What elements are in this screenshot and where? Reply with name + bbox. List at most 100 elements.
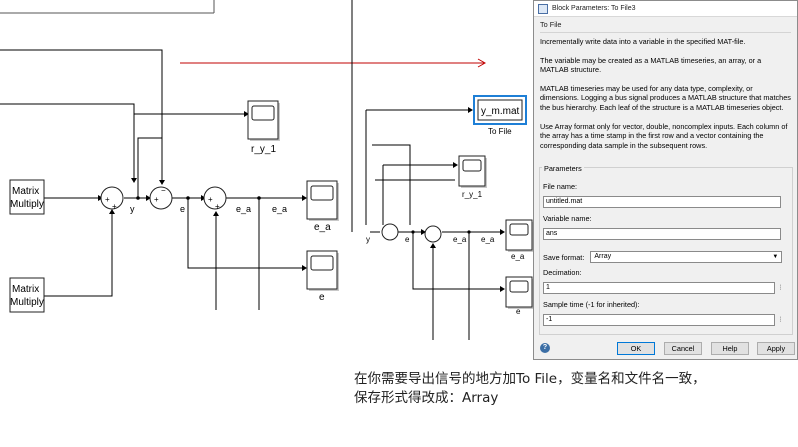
decimation-input[interactable]: 1 ⋮ bbox=[543, 282, 784, 294]
scope-block-r-y-1-right[interactable] bbox=[458, 155, 487, 188]
scope-label: e_a bbox=[511, 252, 525, 261]
wire bbox=[137, 137, 162, 198]
scope-label: e_a bbox=[314, 222, 331, 233]
signal-label-e-a: e_a bbox=[481, 235, 495, 244]
wire bbox=[372, 144, 411, 225]
sum-block[interactable] bbox=[100, 186, 124, 210]
scope-screen-icon bbox=[509, 223, 529, 236]
sum-sign: + bbox=[112, 202, 117, 211]
cancel-button[interactable]: Cancel bbox=[664, 342, 702, 355]
annotation-arrowhead bbox=[477, 58, 487, 68]
signal-label-e-a: e_a bbox=[453, 235, 467, 244]
sum-block[interactable] bbox=[149, 186, 173, 210]
junction bbox=[186, 196, 190, 200]
arrowhead bbox=[131, 178, 137, 183]
description-paragraph: The variable may be created as a MATLAB … bbox=[540, 55, 762, 75]
block-text: Matrix bbox=[12, 284, 39, 295]
arrowhead bbox=[468, 107, 473, 113]
scope-block-e-a-right[interactable] bbox=[505, 219, 534, 252]
arrowhead bbox=[302, 265, 307, 271]
arrowhead bbox=[500, 286, 505, 292]
signal-label-e-a: e_a bbox=[272, 204, 287, 214]
scope-block-r-y-1[interactable] bbox=[247, 100, 280, 141]
scope-screen-icon bbox=[509, 280, 529, 293]
sum-block[interactable] bbox=[424, 225, 442, 243]
sum-sign: + bbox=[208, 195, 213, 204]
description-paragraph: Incrementally write data into a variable… bbox=[540, 37, 746, 46]
signal-label-y: y bbox=[130, 204, 135, 214]
block-text: Multiply bbox=[10, 297, 44, 308]
arrowhead bbox=[500, 229, 505, 235]
save-format-row: Save format: Array ▼ bbox=[543, 251, 783, 263]
block-parameters-dialog: Block Parameters: To File3 To File Incre… bbox=[533, 0, 798, 360]
sum-sign: + bbox=[215, 202, 220, 211]
arrowhead bbox=[159, 180, 165, 185]
variable-name-label: Variable name: bbox=[543, 214, 592, 223]
sample-time-value: -1 bbox=[546, 316, 553, 323]
instruction-caption: 在你需要导出信号的地方加To File，变量名和文件名一致， 保存形式得改成：A… bbox=[354, 370, 784, 408]
scope-block-e[interactable] bbox=[306, 250, 339, 291]
arrowhead bbox=[421, 229, 426, 235]
scope-block-e-a[interactable] bbox=[306, 180, 339, 221]
more-options-icon[interactable]: ⋮ bbox=[777, 317, 784, 323]
sum-sign: + bbox=[105, 195, 110, 204]
to-file-body bbox=[477, 99, 523, 121]
apply-button[interactable]: Apply bbox=[757, 342, 795, 355]
dialog-title: Block Parameters: To File3 bbox=[552, 5, 636, 12]
sum-sign: + bbox=[154, 195, 159, 204]
scope-screen-icon bbox=[310, 185, 334, 201]
junction bbox=[411, 230, 415, 234]
decimation-value: 1 bbox=[546, 284, 550, 291]
sum-block[interactable] bbox=[203, 186, 227, 210]
save-format-label: Save format: bbox=[543, 252, 585, 262]
wire bbox=[187, 198, 304, 269]
arrowhead bbox=[146, 195, 151, 201]
parameters-group: Parameters File name: untitled.mat Varia… bbox=[539, 164, 793, 335]
block-description: Incrementally write data into a variable… bbox=[540, 32, 791, 150]
sample-time-label: Sample time (-1 for inherited): bbox=[543, 300, 640, 309]
ok-button[interactable]: OK bbox=[617, 342, 655, 355]
wire bbox=[0, 103, 135, 180]
simulink-block-icon bbox=[538, 3, 548, 14]
block-type-heading: To File bbox=[540, 20, 562, 29]
help-button[interactable]: Help bbox=[711, 342, 749, 355]
dialog-button-row: ? OK Cancel Help Apply bbox=[534, 342, 797, 358]
signal-label-e: e bbox=[405, 235, 410, 244]
matrix-multiply-block[interactable] bbox=[9, 179, 45, 215]
variable-name-input[interactable]: ans bbox=[543, 228, 781, 240]
block-text: Multiply bbox=[10, 199, 44, 210]
wire bbox=[44, 212, 113, 297]
scope-block-e-right[interactable] bbox=[505, 276, 534, 309]
matrix-multiply-block[interactable] bbox=[9, 277, 45, 313]
scope-label: r_y_1 bbox=[462, 190, 483, 199]
chevron-down-icon: ▼ bbox=[772, 254, 779, 260]
help-icon[interactable]: ? bbox=[540, 343, 550, 353]
junction bbox=[136, 196, 140, 200]
file-name-input[interactable]: untitled.mat bbox=[543, 196, 781, 208]
parameters-legend: Parameters bbox=[542, 164, 584, 173]
description-paragraph: MATLAB timeseries may be used for any da… bbox=[540, 83, 791, 112]
scope-label: e bbox=[516, 307, 521, 316]
sum-sign: − bbox=[161, 186, 166, 195]
to-file-block[interactable]: y_m.mat bbox=[473, 95, 527, 125]
arrowhead bbox=[302, 195, 307, 201]
block-text: Matrix bbox=[12, 186, 39, 197]
arrowhead bbox=[109, 209, 115, 214]
save-format-select[interactable]: Array ▼ bbox=[590, 251, 783, 263]
to-file-label: To File bbox=[488, 127, 512, 136]
sample-time-input[interactable]: -1 ⋮ bbox=[543, 314, 784, 326]
caption-line: 在你需要导出信号的地方加To File，变量名和文件名一致， bbox=[354, 371, 706, 387]
sum-block[interactable] bbox=[381, 223, 399, 241]
description-paragraph: Use Array format only for vector, double… bbox=[540, 121, 788, 150]
decimation-label: Decimation: bbox=[543, 268, 582, 277]
dialog-titlebar[interactable]: Block Parameters: To File3 bbox=[534, 1, 797, 17]
more-options-icon[interactable]: ⋮ bbox=[777, 285, 784, 291]
arrowhead bbox=[244, 111, 249, 117]
arrowhead bbox=[213, 211, 219, 216]
scope-label: r_y_1 bbox=[251, 144, 276, 155]
scope-screen-icon bbox=[462, 159, 482, 172]
to-file-filename: y_m.mat bbox=[481, 106, 520, 117]
signal-label-e-a: e_a bbox=[236, 204, 251, 214]
arrowhead bbox=[453, 162, 458, 168]
